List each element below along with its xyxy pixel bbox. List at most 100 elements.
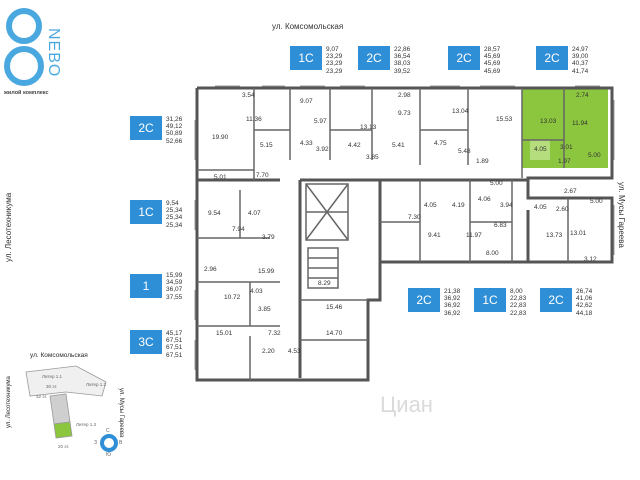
- room-area: 13.04: [452, 108, 469, 115]
- watermark: Циан: [380, 392, 433, 417]
- room-area: 7.32: [268, 330, 281, 337]
- room-area: 3.79: [262, 234, 275, 241]
- room-area: 4.03: [250, 288, 263, 295]
- logo-mark-icon: [4, 8, 44, 86]
- room-area: 5.00: [490, 180, 503, 187]
- apartment-badge-bottom-3[interactable]: 2С: [540, 288, 572, 312]
- room-area: 7.94: [232, 226, 245, 233]
- room-area: 5.97: [314, 118, 327, 125]
- room-area: 5.00: [588, 152, 601, 159]
- room-area: 15.01: [216, 330, 233, 337]
- apartment-badge-top-1[interactable]: 1С: [290, 46, 322, 70]
- room-area: 4.53: [288, 348, 301, 355]
- room-area: 8.00: [486, 250, 499, 257]
- room-area: 2.74: [576, 92, 589, 99]
- street-top: ул. Комсомольская: [272, 22, 344, 31]
- logo-subtitle: жилой комплекс: [4, 90, 49, 96]
- room-area: 5.15: [260, 142, 273, 149]
- apartment-badge-top-4[interactable]: 2С: [536, 46, 568, 70]
- apartment-badge-bottom-2[interactable]: 1С: [474, 288, 506, 312]
- room-area: 3.01: [560, 144, 573, 151]
- room-area: 4.05: [534, 204, 547, 211]
- room-area: 7.30: [408, 214, 421, 221]
- room-area: 4.05: [534, 146, 547, 153]
- compass-west: З: [94, 440, 98, 446]
- room-area: 2.98: [398, 92, 411, 99]
- room-area: 3.85: [366, 154, 379, 161]
- room-area: 4.33: [300, 140, 313, 147]
- room-area: 15.99: [258, 268, 275, 275]
- minimap-title: ул. Комсомольская: [30, 352, 88, 359]
- minimap-label: Литер 1.3: [76, 422, 96, 427]
- minimap-blocks: [25, 365, 107, 439]
- room-area: 14.70: [326, 330, 343, 337]
- room-area: 2.96: [204, 266, 217, 273]
- room-area: 2.67: [564, 188, 577, 195]
- room-area: 13.01: [570, 230, 587, 237]
- room-area: 19.90: [212, 134, 229, 141]
- minimap-label: 20 эт.: [58, 444, 70, 449]
- room-area: 9.73: [398, 110, 411, 117]
- apartment-badge-top-3[interactable]: 2С: [448, 46, 480, 70]
- room-area: 13.13: [360, 124, 377, 131]
- room-area: 7.70: [256, 172, 269, 179]
- room-area: 3.92: [316, 146, 329, 153]
- room-area: 5.01: [214, 174, 227, 181]
- room-area: 3.94: [500, 202, 513, 209]
- compass: С Ю В З: [94, 428, 124, 458]
- minimap-label: 30 эт.: [46, 384, 58, 389]
- room-area: 3.12: [584, 256, 597, 263]
- room-area: 3.85: [258, 306, 271, 313]
- room-area: 4.07: [248, 210, 261, 217]
- room-area: 5.00: [590, 198, 603, 205]
- room-area: 9.54: [208, 210, 221, 217]
- room-area: 4.06: [478, 196, 491, 203]
- room-area: 13.73: [546, 232, 563, 239]
- room-area: 3.54: [242, 92, 255, 99]
- room-area: 5.48: [458, 148, 471, 155]
- room-area: 5.41: [392, 142, 405, 149]
- compass-icon: [100, 434, 118, 452]
- apartment-badge-bottom-1[interactable]: 2С: [408, 288, 440, 312]
- room-area: 15.46: [326, 304, 343, 311]
- apartment-badge-left-1[interactable]: 2С: [130, 116, 162, 140]
- compass-east: В: [119, 440, 123, 446]
- room-area: 15.53: [496, 116, 513, 123]
- apartment-badge-left-4[interactable]: 3С: [130, 330, 162, 354]
- room-area: 2.60: [556, 206, 569, 213]
- minimap-label: 32 эт.: [36, 394, 48, 399]
- room-area: 6.83: [494, 222, 507, 229]
- room-area: 1.89: [476, 158, 489, 165]
- apartment-badge-left-2[interactable]: 1С: [130, 200, 162, 224]
- room-area: 13.03: [540, 118, 557, 125]
- room-area: 4.42: [348, 142, 361, 149]
- minimap-label: Литер 1.2: [86, 382, 106, 387]
- room-area: 4.19: [452, 202, 465, 209]
- compass-north: С: [106, 428, 110, 434]
- room-area: 9.41: [428, 232, 441, 239]
- room-area: 11.94: [572, 120, 588, 127]
- compass-south: Ю: [106, 452, 112, 458]
- room-area: 2.20: [262, 348, 275, 355]
- location-minimap: ул. Комсомольская ул. Лесотехникума ул. …: [6, 352, 130, 462]
- room-area: 8.29: [318, 280, 331, 287]
- room-area: 11.97: [466, 232, 482, 239]
- apartment-badge-top-2[interactable]: 2С: [358, 46, 390, 70]
- room-area: 4.05: [424, 202, 437, 209]
- room-area: 10.72: [224, 294, 241, 301]
- apartment-badge-left-3[interactable]: 1: [130, 274, 162, 298]
- room-area: 4.75: [434, 140, 447, 147]
